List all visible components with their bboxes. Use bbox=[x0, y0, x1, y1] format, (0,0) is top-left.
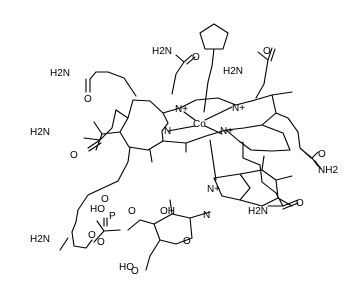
oxygen-phosphate-right: O bbox=[128, 206, 136, 217]
ho-ribose: HO bbox=[119, 262, 134, 273]
cobalt-coordination bbox=[167, 106, 233, 135]
amide-o-right: O bbox=[318, 149, 326, 160]
atom-labels: H2N H2N O O H2N O H2N O NH2 O H2N O N+ N… bbox=[30, 46, 338, 277]
cobalt-atom: Co bbox=[193, 119, 206, 130]
amide-o-left: O bbox=[70, 150, 78, 161]
nitrogen-benzimidazole: N bbox=[203, 210, 210, 221]
nitrogen-plus-right: N+ bbox=[232, 103, 245, 114]
amide-n-topcenter: H2N bbox=[152, 46, 172, 57]
phosphorus-atom: P bbox=[109, 211, 116, 222]
amide-n-topright: H2N bbox=[223, 66, 243, 77]
oxygen-phosphate-left: O bbox=[88, 230, 96, 241]
amide-o-topcenter: O bbox=[192, 52, 200, 63]
oxygen-ribose-ring: O bbox=[183, 236, 191, 247]
nitrogen-plus-upper: N+ bbox=[175, 104, 188, 115]
amide-o-topright: O bbox=[263, 46, 271, 57]
bond-lines bbox=[59, 23, 322, 271]
h2n-amino: H2N bbox=[30, 234, 50, 245]
ho-phosphate: HO bbox=[90, 204, 105, 215]
amide-n-lowright: H2N bbox=[248, 206, 268, 217]
amide-n-left: H2N bbox=[30, 127, 50, 138]
oxygen-phosphate-top: O bbox=[101, 194, 109, 205]
amide-n-right: NH2 bbox=[318, 165, 338, 176]
amide-n-topleft: H2N bbox=[50, 68, 70, 79]
amide-o-topleft: O bbox=[84, 94, 92, 105]
nitrogen-plus-lower: N+ bbox=[220, 126, 233, 137]
nitrogen-left: N bbox=[164, 126, 171, 137]
oh-ribose: OH bbox=[160, 206, 175, 217]
oxygen-ribose-n: O bbox=[131, 266, 139, 277]
amide-o-lowright: O bbox=[296, 198, 304, 209]
nitrogen-benzimidazole-plus: N+ bbox=[207, 184, 220, 195]
oxygen-ester: O bbox=[97, 237, 105, 248]
